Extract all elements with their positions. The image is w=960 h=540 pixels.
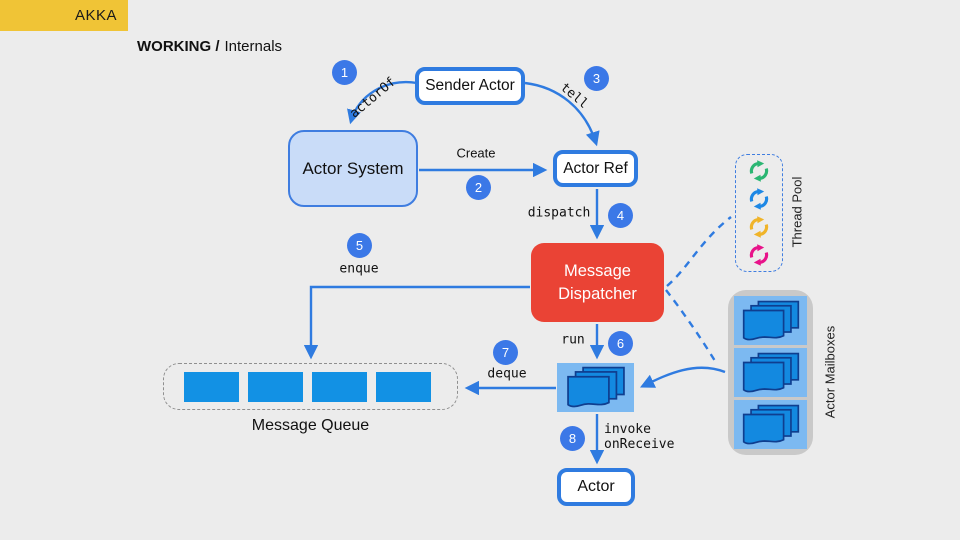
edge-label-invoke-line2: onReceive xyxy=(604,437,675,452)
thread-cycle-icon xyxy=(746,158,772,184)
node-actor-system: Actor System xyxy=(288,130,418,207)
message-queue xyxy=(163,363,458,410)
arrow-tell xyxy=(524,81,600,147)
edge-label-invoke-line1: invoke xyxy=(604,422,651,437)
message-queue-label: Message Queue xyxy=(251,417,370,434)
document-stack-icon xyxy=(742,352,799,392)
page-title-bold: WORKING / xyxy=(137,38,220,55)
document-stack-icon xyxy=(742,300,799,340)
sender-actor-label: Sender Actor xyxy=(425,77,515,94)
thread-cycle-icon xyxy=(746,242,772,268)
queue-item xyxy=(376,371,431,402)
mailbox-tile xyxy=(734,400,807,449)
node-actor: Actor xyxy=(557,468,635,506)
edge-label-create: Create xyxy=(456,145,496,161)
edge-label-run: run xyxy=(561,332,585,348)
actor-system-label: Actor System xyxy=(302,158,404,178)
connector-dispatcher-mailboxes xyxy=(665,289,717,362)
brand-label: AKKA xyxy=(74,7,117,24)
node-message-dispatcher: Message Dispatcher xyxy=(531,243,664,322)
actor-ref-label: Actor Ref xyxy=(563,159,628,177)
node-actor-ref: Actor Ref xyxy=(553,150,638,187)
document-stack-icon xyxy=(566,366,625,408)
node-sender-actor: Sender Actor xyxy=(415,67,525,105)
thread-pool-label: Thread Pool xyxy=(789,176,805,248)
arrow-mailboxes-to-mailbox xyxy=(639,366,726,388)
actor-mailboxes-label: Actor Mailboxes xyxy=(822,325,838,419)
thread-pool xyxy=(735,154,783,272)
dispatcher-label-line1: Message xyxy=(564,262,631,281)
edge-label-invoke-onreceive: invoke onReceive xyxy=(604,422,674,452)
step-badge-1: 1 xyxy=(332,60,357,85)
arrow-actorof xyxy=(347,80,418,125)
document-stack-icon xyxy=(742,404,799,444)
step-badge-6: 6 xyxy=(608,331,633,356)
mailbox-tile xyxy=(734,348,807,397)
akka-brand-band: AKKA xyxy=(0,0,128,31)
thread-cycle-icon xyxy=(746,214,772,240)
edge-label-deque: deque xyxy=(487,366,527,382)
step-badge-2: 2 xyxy=(466,175,491,200)
actor-label: Actor xyxy=(577,478,615,495)
step-badge-4: 4 xyxy=(608,203,633,228)
step-badge-3: 3 xyxy=(584,66,609,91)
queue-item xyxy=(312,371,367,402)
step-badge-5: 5 xyxy=(347,233,372,258)
queue-item xyxy=(184,371,239,402)
thread-cycle-icon xyxy=(746,186,772,212)
step-badge-8: 8 xyxy=(560,426,585,451)
mailbox-tile xyxy=(734,296,807,345)
dispatcher-label-line2: Dispatcher xyxy=(558,284,637,303)
step-badge-7: 7 xyxy=(493,340,518,365)
queue-item xyxy=(248,371,303,402)
mailbox-icon xyxy=(557,363,634,412)
actor-mailboxes xyxy=(728,290,813,455)
connector-dispatcher-threadpool xyxy=(666,216,732,287)
edge-label-dispatch: dispatch xyxy=(527,205,591,221)
page-title-regular: Internals xyxy=(224,38,283,55)
page-title: WORKING / Internals xyxy=(137,31,282,62)
arrow-enque xyxy=(303,285,530,360)
edge-label-enque: enque xyxy=(339,261,379,277)
